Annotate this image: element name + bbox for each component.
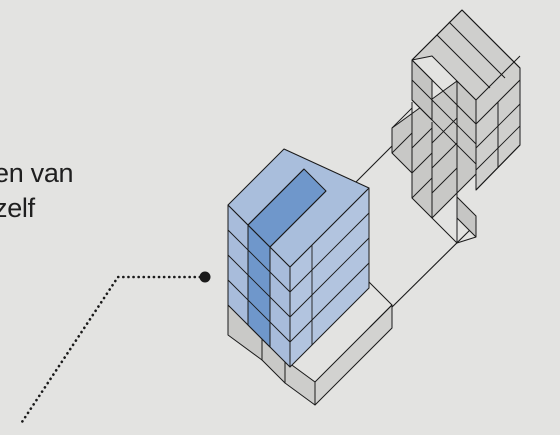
caption-text: en van zelf (0, 156, 74, 226)
leader-dots (18, 275, 207, 427)
base-line-bottom (384, 224, 476, 315)
caption-line-1: en van (0, 158, 74, 188)
gray-volume (391, 9, 521, 244)
caption-line-2: zelf (0, 193, 35, 223)
leader-line (18, 271, 211, 427)
blue-volume (227, 148, 370, 368)
gray-plinth (227, 281, 393, 406)
leader-endpoint-dot (199, 271, 211, 283)
